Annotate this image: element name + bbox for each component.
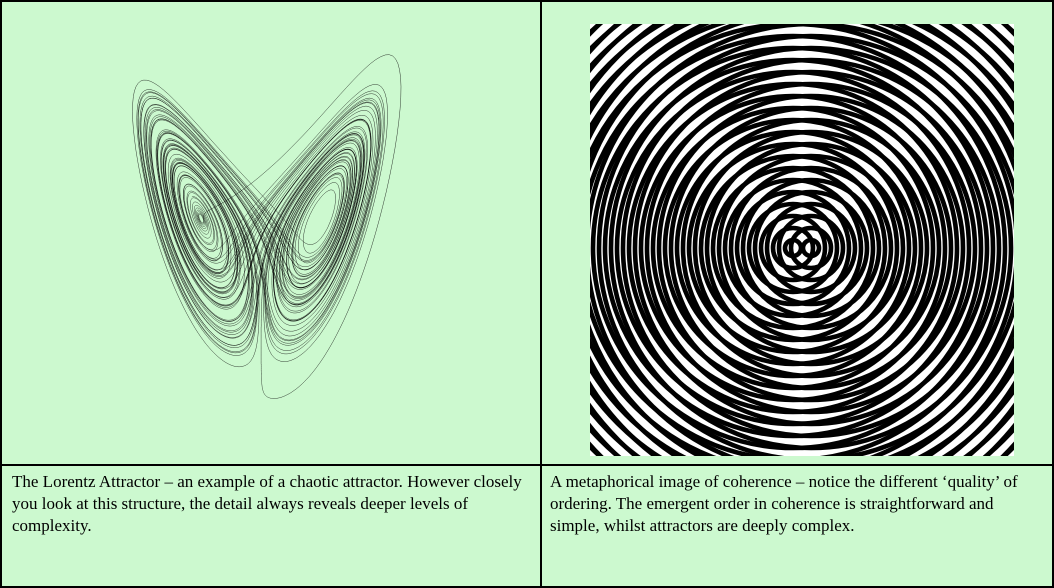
coherence-ring	[728, 165, 894, 331]
coherence-ring	[596, 33, 1014, 456]
coherence-ring	[692, 129, 930, 367]
coherence-rings-image	[590, 24, 1014, 456]
coherence-ring	[788, 225, 834, 271]
coherence-ring	[764, 201, 858, 295]
lorenz-caption: The Lorentz Attractor – an example of a …	[12, 472, 522, 535]
coherence-ring	[800, 237, 822, 259]
coherence-ring	[746, 201, 840, 295]
coherence-ring	[716, 153, 906, 343]
coherence-ring	[776, 213, 846, 283]
coherence-caption-cell: A metaphorical image of coherence – noti…	[542, 466, 1052, 586]
coherence-ring	[608, 45, 1014, 451]
coherence-ring	[770, 225, 816, 271]
lorenz-trajectory	[132, 54, 402, 399]
coherence-ring	[620, 57, 1002, 439]
coherence-figure-cell	[542, 2, 1052, 464]
lorenz-attractor-image	[132, 54, 402, 399]
lorenz-caption-cell: The Lorentz Attractor – an example of a …	[2, 466, 540, 586]
coherence-ring	[704, 141, 918, 355]
lorenz-figure-cell	[2, 2, 540, 464]
coherence-ring	[740, 177, 882, 319]
coherence-ring	[722, 177, 864, 319]
coherence-ring	[752, 189, 870, 307]
coherence-ring	[632, 69, 990, 427]
coherence-ring	[758, 213, 828, 283]
coherence-ring	[734, 189, 852, 307]
coherence-caption: A metaphorical image of coherence – noti…	[550, 472, 1018, 535]
coherence-ring	[656, 93, 966, 403]
coherence-ring	[680, 117, 942, 379]
coherence-ring	[668, 105, 954, 391]
coherence-ring	[644, 81, 978, 415]
